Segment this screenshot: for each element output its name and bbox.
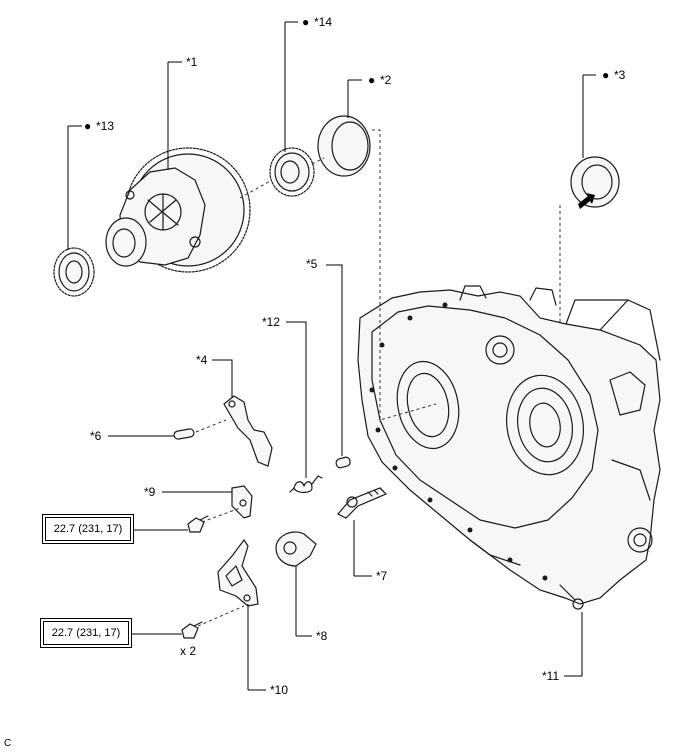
- callout-6: *6: [90, 429, 102, 443]
- torque-spec-upper-text: 22.7 (231, 17): [45, 517, 131, 541]
- quantity-label: x 2: [180, 644, 197, 658]
- callout-9: *9: [144, 485, 156, 499]
- lever-4: [223, 395, 273, 467]
- bearing-14: [269, 147, 315, 197]
- spring-12: [289, 475, 323, 494]
- callout-13: *13: [96, 119, 114, 133]
- callout-11: *11: [542, 669, 559, 683]
- marker-14: ●: [302, 15, 309, 29]
- cam-8: [275, 531, 317, 567]
- marker-3: ●: [602, 68, 609, 82]
- corner-code: C: [4, 738, 12, 749]
- callout-2: *2: [380, 73, 392, 87]
- callout-5: *5: [306, 257, 318, 271]
- bearing-13: [53, 247, 95, 297]
- callout-12: *12: [262, 315, 280, 329]
- marker-2: ●: [368, 73, 375, 87]
- callout-8: *8: [316, 629, 328, 643]
- plate-9: [231, 485, 253, 519]
- bearing-race-2: [317, 115, 371, 177]
- transaxle-case: [357, 285, 661, 610]
- pin-6: [173, 428, 195, 440]
- bolt-upper: [187, 515, 209, 533]
- callout-14: *14: [314, 15, 332, 29]
- callout-1: *1: [186, 55, 198, 69]
- bolt-lower: [181, 621, 203, 639]
- pin-5: [335, 456, 351, 469]
- differential-case: [105, 147, 251, 273]
- shaft-7: [337, 487, 388, 519]
- bearing-race-3: [570, 156, 620, 209]
- torque-spec-lower-text: 22.7 (231, 17): [43, 621, 129, 645]
- callout-4: *4: [196, 353, 208, 367]
- torque-spec-lower: 22.7 (231, 17): [40, 618, 132, 648]
- callout-10: *10: [270, 683, 288, 697]
- callout-3: *3: [614, 68, 626, 82]
- callout-7: *7: [376, 569, 388, 583]
- marker-13: ●: [84, 119, 91, 133]
- torque-spec-upper: 22.7 (231, 17): [42, 514, 134, 544]
- bracket-10: [217, 538, 259, 607]
